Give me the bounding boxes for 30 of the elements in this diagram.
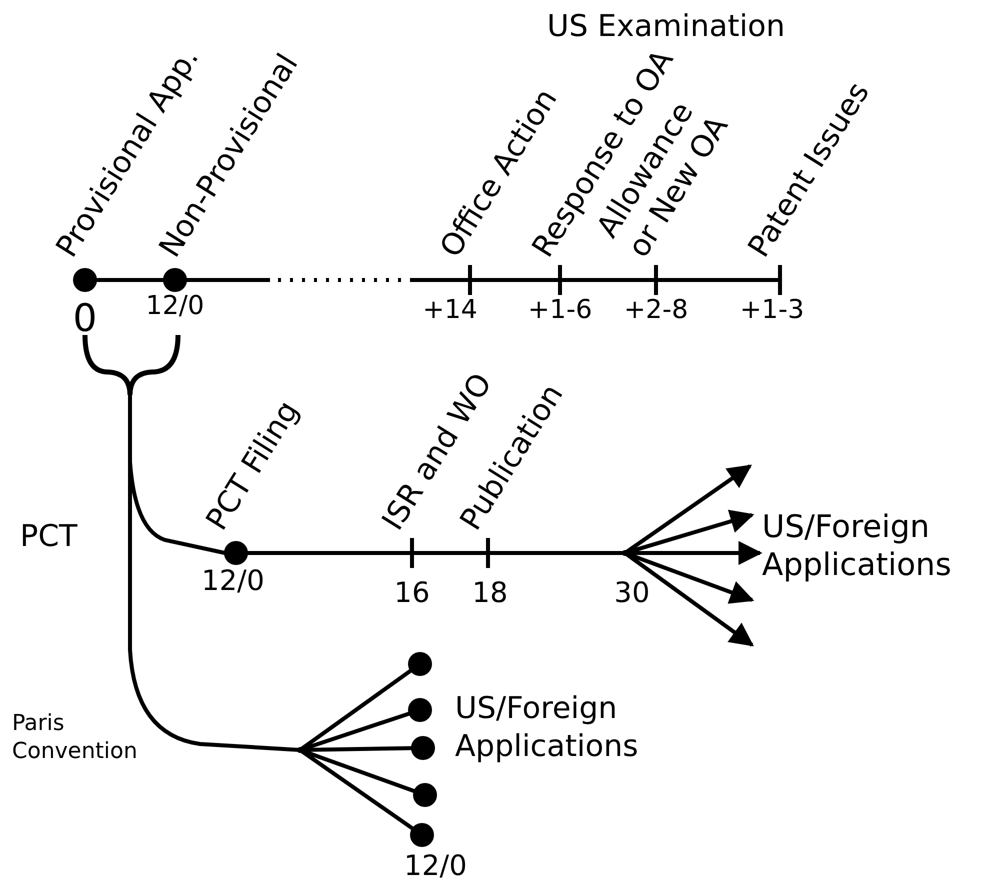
section-heading: US Examination: [547, 8, 786, 46]
destination-label: US/Foreign Applications: [455, 690, 640, 765]
time-label: 12/0: [146, 292, 204, 321]
time-label: 16: [394, 578, 430, 609]
timeline-dot: [410, 823, 434, 847]
timeline-line: [412, 551, 488, 555]
timeline-dot: [408, 698, 432, 722]
timeline-line: [560, 278, 656, 282]
timeline-line: [656, 278, 780, 282]
track-label: PCT: [20, 518, 78, 556]
time-label: 12/0: [404, 848, 467, 883]
timeline-line: [470, 278, 560, 282]
track-label: Paris Convention: [12, 710, 138, 765]
time-label: 0: [72, 298, 98, 340]
time-label: 30: [614, 578, 650, 609]
time-label: +1-3: [740, 296, 804, 325]
timeline-line: [96, 278, 164, 282]
destination-label: US/Foreign Applications: [762, 508, 982, 584]
timeline-line: [247, 551, 412, 555]
timeline-line: [186, 278, 470, 282]
time-label: +14: [422, 296, 478, 325]
timeline-dot: [411, 736, 435, 760]
timeline-line: [488, 551, 625, 555]
timeline-dot: [408, 652, 432, 676]
time-label: 18: [472, 578, 508, 609]
timeline-line: [128, 395, 300, 752]
time-label: +1-6: [528, 296, 592, 325]
timeline-dot: [413, 783, 437, 807]
time-label: 12/0: [202, 566, 264, 597]
time-label: +2-8: [624, 296, 688, 325]
